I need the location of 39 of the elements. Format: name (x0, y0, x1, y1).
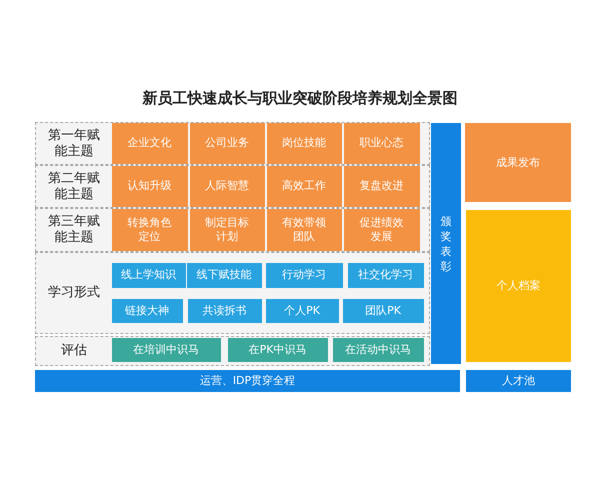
row-frame (35, 336, 430, 366)
row-heading: 第二年赋能主题 (47, 170, 101, 202)
bottom-bar: 运营、IDP贯穿全程 (35, 370, 460, 392)
learning-cell: 链接大神 (112, 298, 182, 322)
row-frame (35, 122, 430, 165)
row-heading: 学习形式 (47, 285, 101, 301)
row-heading: 第三年赋能主题 (47, 214, 101, 246)
theme-cell: 复盘改进 (344, 166, 420, 206)
theme-cell: 职业心态 (344, 122, 420, 164)
evaluation-cell: 在培训中识马 (112, 338, 220, 362)
row-frame (35, 208, 430, 252)
theme-cell: 促进绩效发展 (344, 208, 420, 250)
theme-cell: 转换角色定位 (112, 208, 188, 250)
theme-cell: 有效带领团队 (266, 208, 342, 250)
theme-cell: 制定目标计划 (190, 208, 264, 250)
row-frame (35, 165, 430, 208)
learning-cell: 线下赋技能 (186, 262, 262, 288)
theme-cell: 公司业务 (190, 122, 264, 164)
diagram-title: 新员工快速成长与职业突破阶段培养规划全景图 (141, 89, 458, 108)
theme-cell: 人际智慧 (190, 166, 264, 206)
evaluation-cell: 在PK中识马 (228, 338, 328, 362)
row-frame (35, 252, 430, 334)
result-box: 成果发布 (465, 123, 571, 202)
theme-cell: 认知升级 (112, 166, 188, 206)
learning-cell: 行动学习 (266, 262, 342, 288)
learning-cell: 线上学知识 (112, 262, 186, 288)
profile-box: 个人档案 (466, 210, 571, 362)
theme-cell: 岗位技能 (266, 122, 342, 164)
learning-cell: 个人PK (266, 298, 338, 322)
vertical-bar: 颁奖表彰 (431, 123, 461, 364)
bottom-bar: 人才池 (466, 370, 571, 392)
learning-cell: 共读拆书 (188, 298, 262, 322)
row-heading: 第一年赋能主题 (47, 128, 101, 160)
learning-cell: 社交化学习 (348, 262, 424, 288)
theme-cell: 企业文化 (112, 122, 188, 164)
evaluation-cell: 在活动中识马 (332, 338, 424, 362)
learning-cell: 团队PK (342, 298, 424, 322)
theme-cell: 高效工作 (266, 166, 342, 206)
row-heading: 评估 (60, 343, 88, 359)
